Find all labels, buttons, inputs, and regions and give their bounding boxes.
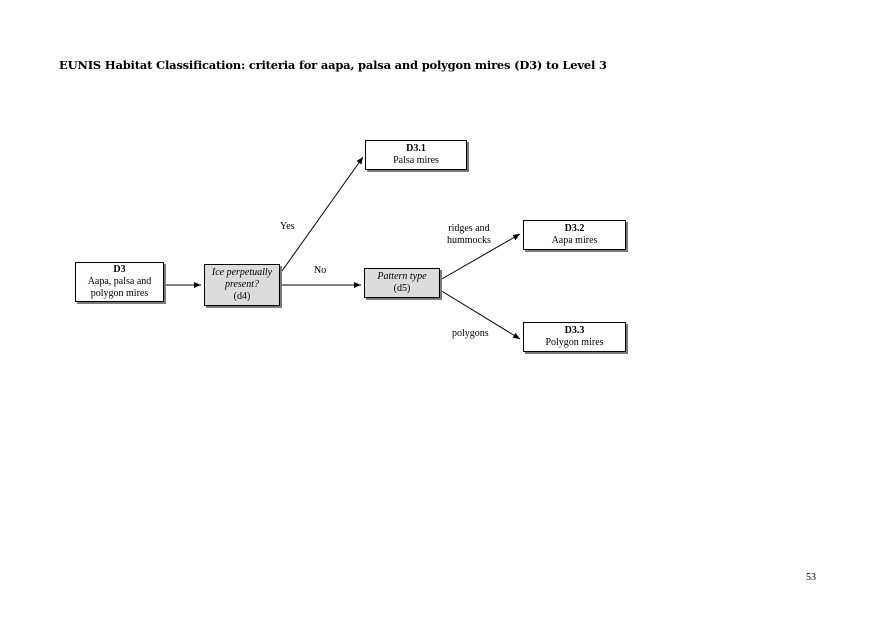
node-d4-question-line2: present? xyxy=(224,279,260,290)
node-d4-ref: (d4) xyxy=(233,291,251,302)
node-d3-code: D3 xyxy=(113,264,126,275)
node-d3-line2: polygon mires xyxy=(90,288,149,299)
edge-label-ridges-line2: hummocks xyxy=(447,235,491,246)
edge-label-yes: Yes xyxy=(280,221,295,232)
edge-label-ridges: ridges and hummocks xyxy=(447,223,491,247)
node-d3-1-code: D3.1 xyxy=(406,143,426,154)
node-d3-1-name: Palsa mires xyxy=(393,155,439,166)
node-d3-2-name: Aapa mires xyxy=(551,235,598,246)
arrow-d5-to-d3-2 xyxy=(439,233,521,281)
edge-label-polygons: polygons xyxy=(452,328,489,339)
node-d3-line1: Aapa, palsa and xyxy=(87,276,152,287)
node-d3-1: D3.1 Palsa mires xyxy=(365,140,467,170)
node-d4-ice-question: Ice perpetually present? (d4) xyxy=(204,264,280,306)
page-title: EUNIS Habitat Classification: criteria f… xyxy=(59,58,607,72)
node-d3-3: D3.3 Polygon mires xyxy=(523,322,626,352)
node-d3-3-name: Polygon mires xyxy=(545,337,604,348)
node-d3-3-code: D3.3 xyxy=(564,325,585,336)
arrow-d4-to-d3-1 xyxy=(281,156,364,272)
node-d4-question-line1: Ice perpetually xyxy=(211,267,273,278)
node-d3: D3 Aapa, palsa and polygon mires xyxy=(75,262,164,302)
edge-label-no: No xyxy=(314,265,327,276)
node-d3-2-code: D3.2 xyxy=(564,223,585,234)
node-d5-pattern-question: Pattern type (d5) xyxy=(364,268,440,298)
node-d5-question: Pattern type xyxy=(377,271,427,282)
page-number: 53 xyxy=(806,572,816,583)
node-d5-ref: (d5) xyxy=(393,283,411,294)
node-d3-2: D3.2 Aapa mires xyxy=(523,220,626,250)
arrow-d5-to-d3-3 xyxy=(439,289,521,340)
edge-label-ridges-line1: ridges and xyxy=(448,223,490,234)
